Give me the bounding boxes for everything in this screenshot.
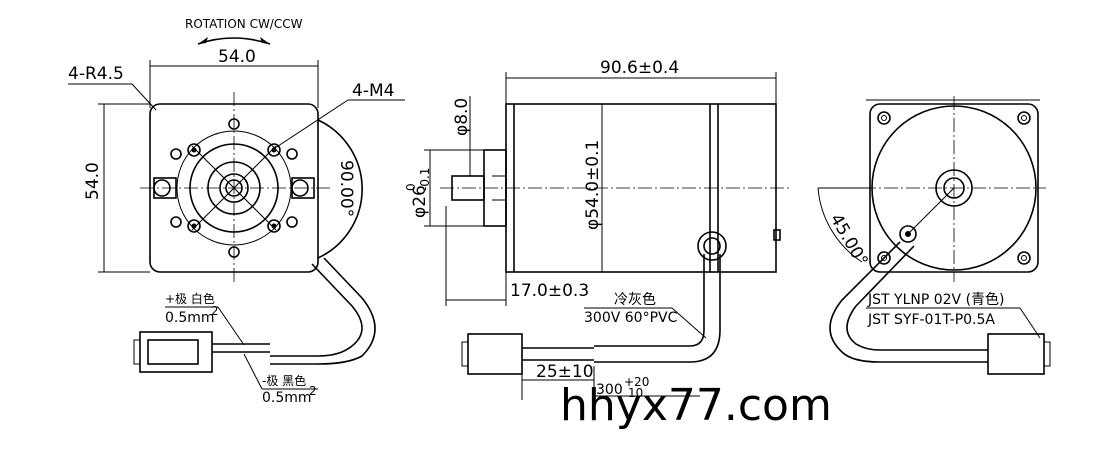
shaft-outer: [219, 173, 249, 203]
positive-wire-size-sup: 2: [211, 304, 219, 318]
pilot-ring: [189, 143, 279, 233]
lead-wires: +极 白色 0.5mm 2 -极 黑色 0.5mm 2: [133, 291, 318, 406]
angle-arc: [317, 119, 363, 259]
front-cable-outer: [270, 263, 363, 357]
connector-face: [147, 339, 199, 365]
shaft: [225, 179, 243, 197]
rear-angle-label: 45.00°: [826, 211, 872, 271]
width-dim-label: 54.0: [218, 47, 256, 67]
small-holes: [170, 118, 298, 258]
grommet: [697, 231, 727, 261]
front-cable-inner: [270, 257, 376, 365]
positive-wire-size: 0.5mm: [165, 310, 215, 326]
rear-angle-arc: [817, 187, 863, 263]
side-cable-inner: [594, 254, 721, 363]
positive-wire-label: +极 白色: [165, 291, 215, 306]
angle-dim-label: 90.00°: [336, 160, 356, 217]
rear-grommet: [899, 225, 917, 243]
body-dia-label: φ54.0±0.1: [583, 140, 603, 230]
pilot-dia-sub: -0.1: [418, 168, 432, 191]
side-connector: [467, 333, 523, 375]
negative-wire-size-sup: 2: [309, 384, 317, 398]
shaft-dia-label: φ8.0: [452, 98, 472, 136]
pilot-dia-main: φ26: [410, 185, 430, 218]
negative-wire-label: -极 黑色: [262, 374, 306, 388]
side-cable-outer: [594, 254, 705, 347]
length-dim-label: 90.6±0.4: [600, 58, 679, 78]
connector-line1: JST YLNP 02V (青色): [867, 291, 1005, 308]
bolt-circle: [176, 130, 292, 246]
cable-length-sub: 10: [628, 386, 643, 400]
cable-length-main: 300: [596, 382, 623, 398]
strip-length-label: 25±10: [536, 362, 594, 382]
front-connector: [139, 331, 213, 373]
shaft-boss: [207, 161, 261, 215]
watermark: hhyx77.com: [560, 380, 832, 431]
shaft-length-label: 17.0±0.3: [510, 281, 589, 301]
corner-radius-label: 4-R4.5: [68, 64, 124, 84]
rear-view: 45.00° JST YLNP 02V (青色) JST SYF-01T-P0.…: [817, 96, 1051, 375]
cable-color-label: 冷灰色: [614, 291, 656, 308]
pilot-dia-sup: 0: [404, 183, 418, 191]
cable-length-sup: +20: [624, 375, 649, 389]
rear-holes: [877, 111, 1031, 265]
height-dim-label: 54.0: [83, 162, 103, 200]
front-view: ROTATION CW/CCW 54.0 4-R4.5 54.0 90.00° …: [68, 17, 405, 365]
rear-cable-outer: [829, 241, 988, 363]
cable-spec-label: 300V 60°PVC: [584, 310, 678, 326]
connector-line2: JST SYF-01T-P0.5A: [867, 312, 995, 328]
rotation-label: ROTATION CW/CCW: [185, 17, 303, 31]
negative-wire-size: 0.5mm: [262, 390, 312, 406]
rear-cable-inner: [846, 245, 988, 351]
rotation-arrow-icon: [197, 37, 271, 45]
thread-holes: [187, 143, 281, 233]
mount-thread-label: 4-M4: [352, 81, 394, 101]
rear-connector: [987, 333, 1045, 375]
side-view: 90.6±0.4 φ8.0 φ26 0 -0.1 φ54.0±0.1: [404, 58, 790, 400]
